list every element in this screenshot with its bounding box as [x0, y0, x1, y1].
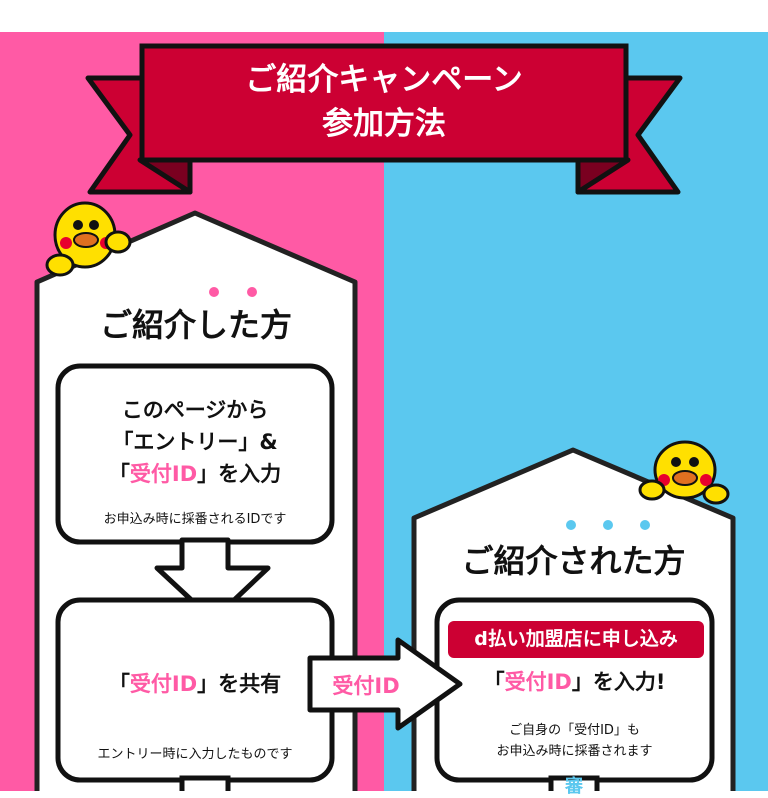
- merchant-signup-badge: d払い加盟店に申し込み: [448, 621, 704, 658]
- step1-note: お申込み時に採番されるIDです: [103, 512, 287, 527]
- bracket: 「: [108, 672, 130, 696]
- referee-note-1: ご自身の「受付ID」も: [509, 723, 640, 738]
- referee-step-text: 「受付ID」を入力!: [437, 666, 712, 696]
- next-step-label: 審: [565, 776, 583, 797]
- referee-step-tail: 」を入力!: [571, 670, 666, 694]
- share-arrow-label: 受付ID: [332, 674, 400, 698]
- emphasis-dot: [247, 287, 257, 297]
- id-highlight: 受付ID: [129, 462, 198, 486]
- step2-note: エントリー時に入力したものです: [97, 747, 293, 762]
- step1-line1: このページから: [121, 398, 269, 422]
- step2-text: 「受付ID」を共有: [58, 668, 332, 698]
- id-highlight: 受付ID: [129, 672, 198, 696]
- chick-mascot-left: [45, 201, 132, 277]
- referee-title: ご紹介された方: [461, 542, 686, 580]
- bracket: 「: [483, 670, 505, 694]
- banner-title: ご紹介キャンペーン 参加方法: [142, 58, 626, 146]
- step1-tail: 」を入力: [197, 462, 282, 486]
- id-highlight: 受付ID: [504, 670, 572, 694]
- bracket: 「: [108, 462, 130, 486]
- chick-mascot-right: [638, 440, 730, 505]
- emphasis-dot: [640, 520, 650, 530]
- emphasis-dot: [209, 287, 219, 297]
- referrer-title: ご紹介した方: [99, 306, 292, 344]
- referee-note-2: お申込み時に採番されます: [496, 744, 653, 759]
- step2-tail: 」を共有: [197, 672, 282, 696]
- referee-note: ご自身の「受付ID」も お申込み時に採番されます: [437, 720, 712, 762]
- banner-line-2: 参加方法: [322, 106, 446, 142]
- step1-line2: 「エントリー」&: [112, 430, 278, 454]
- banner-line-1: ご紹介キャンペーン: [245, 62, 523, 98]
- step1-text: このページから 「エントリー」& 「受付ID」を入力: [58, 394, 332, 490]
- emphasis-dot: [566, 520, 576, 530]
- emphasis-dot: [603, 520, 613, 530]
- step1-line3: 「受付ID」を入力: [58, 458, 332, 490]
